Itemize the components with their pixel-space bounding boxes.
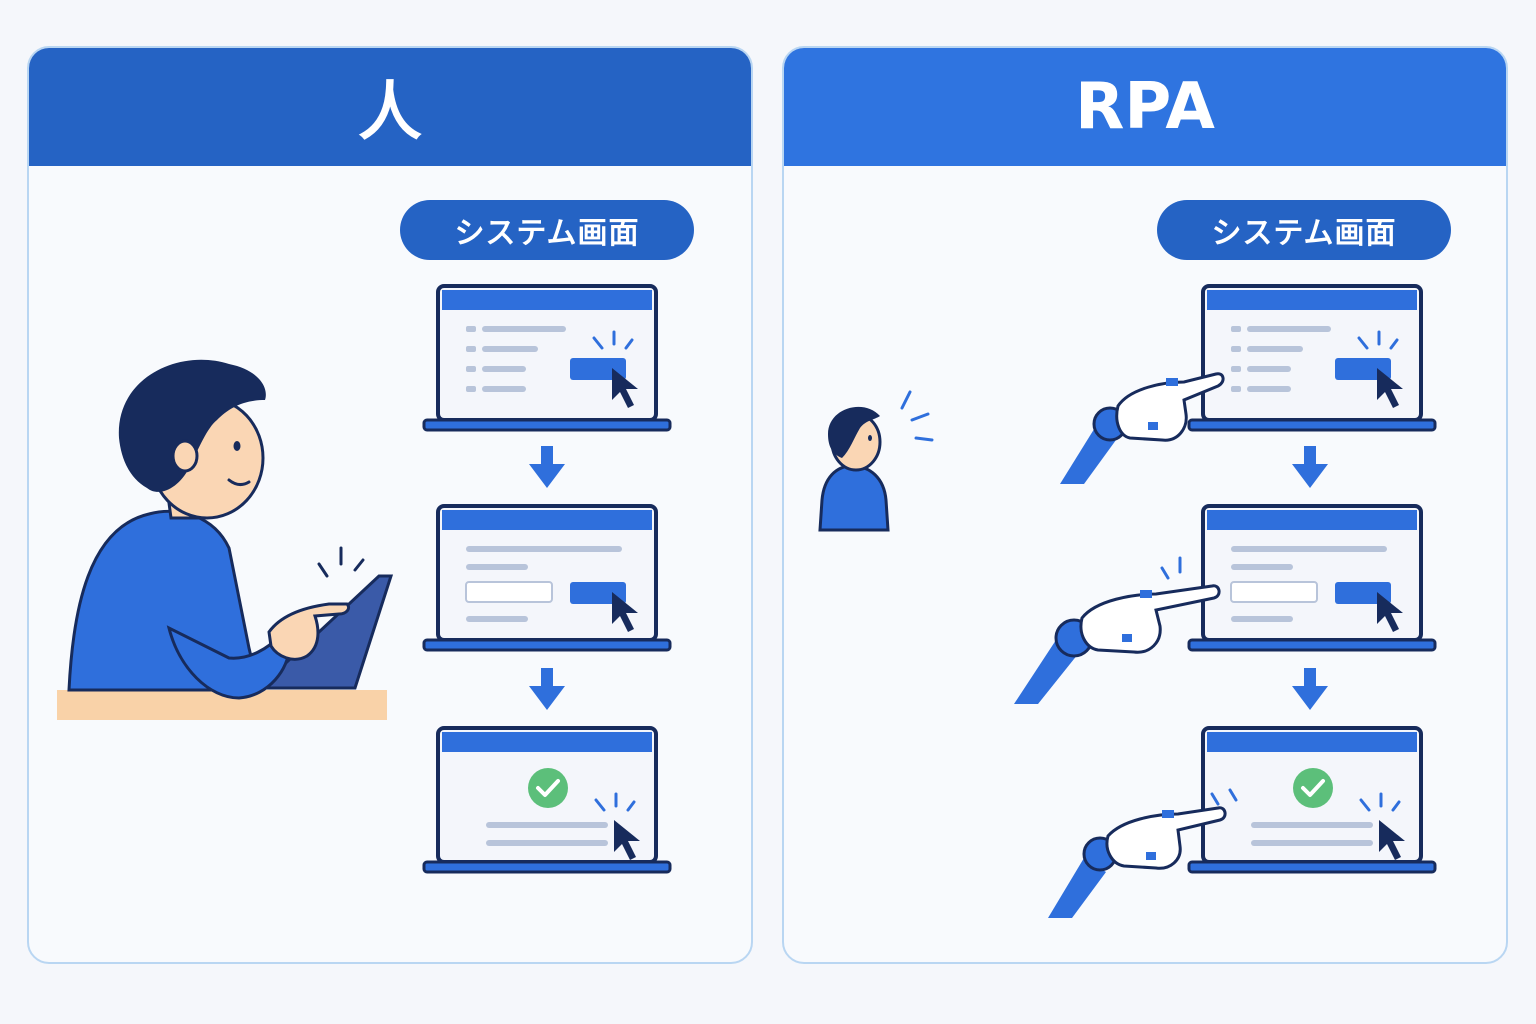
click-spark-icon <box>900 390 934 442</box>
robot-hand-icon <box>1014 556 1221 704</box>
rpa-panel-title: RPA <box>1075 70 1215 144</box>
laptop-icon <box>422 726 672 874</box>
click-spark-icon <box>1359 792 1401 812</box>
cursor-icon <box>614 820 640 860</box>
cursor-icon <box>612 592 638 632</box>
rpa-panel-header: RPA <box>784 48 1506 166</box>
laptop-icon <box>422 504 672 652</box>
click-spark-icon <box>594 792 636 812</box>
cursor-icon <box>1377 592 1403 632</box>
robot-hand-icon <box>1060 372 1225 484</box>
cursor-icon <box>612 368 638 408</box>
cursor-icon <box>1379 820 1405 860</box>
check-icon <box>528 768 568 808</box>
click-spark-icon <box>1210 788 1238 806</box>
click-spark-icon <box>317 546 365 578</box>
down-arrow-icon <box>1292 446 1328 488</box>
down-arrow-icon <box>1292 668 1328 710</box>
check-icon <box>1293 768 1333 808</box>
human-panel-title: 人 <box>358 76 422 150</box>
click-spark-icon <box>1357 330 1399 350</box>
laptop-icon <box>1187 504 1437 652</box>
laptop-icon <box>1187 284 1437 432</box>
down-arrow-icon <box>529 446 565 488</box>
laptop-icon <box>1187 726 1437 874</box>
laptop-icon <box>422 284 672 432</box>
robot-hand-icon <box>1048 788 1238 918</box>
person-icon <box>57 359 394 720</box>
click-spark-icon <box>592 330 634 350</box>
human-panel: 人 システム画面 <box>27 46 753 964</box>
click-spark-icon <box>1160 556 1182 580</box>
rpa-illustration <box>818 284 1437 918</box>
rpa-panel: RPA システム画面 <box>782 46 1508 964</box>
cursor-icon <box>1377 368 1403 408</box>
down-arrow-icon <box>529 668 565 710</box>
system-screen-label: システム画面 <box>1157 200 1451 260</box>
human-illustration <box>57 284 672 874</box>
system-screen-label: システム画面 <box>400 200 694 260</box>
human-panel-header: 人 <box>29 48 751 166</box>
person-icon <box>818 390 934 532</box>
